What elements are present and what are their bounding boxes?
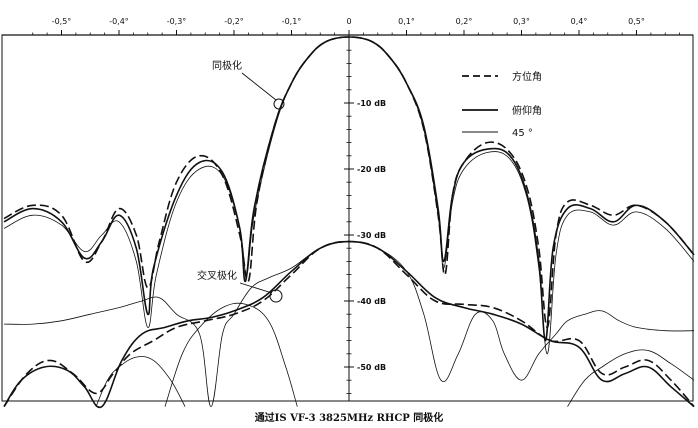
x-tick-label: 0	[346, 17, 351, 26]
y-tick-label: -20 dB	[357, 165, 386, 174]
legend-label-45deg: 45 °	[512, 128, 533, 139]
x-tick-label: 0,2°	[456, 17, 473, 26]
annotation-cross-polar: 交叉极化	[197, 269, 237, 282]
series-line	[164, 302, 298, 407]
chart-caption: 通过IS VF-3 3825MHz RHCP 同极化	[255, 411, 444, 424]
annotation-co-polar-leader	[241, 72, 277, 101]
series-line	[567, 349, 695, 407]
x-tick-label: 0,5°	[628, 17, 645, 26]
y-tick-group: -10 dB -20 dB -30 dB -40 dB -50 dB	[344, 49, 386, 394]
legend: 方位角 俯仰角 45 °	[462, 70, 542, 139]
y-tick-label: -40 dB	[357, 297, 386, 306]
x-tick-group: -0,5° -0,4° -0,3° -0,2° -0,1° 0 0,1° 0,2° 0,3° 0,…	[32, 17, 681, 35]
annotation-cross-polar-leader	[239, 282, 273, 294]
y-tick-label: -30 dB	[357, 231, 386, 240]
legend-label-azimuth: 方位角	[512, 70, 542, 83]
annotation-co-polar-marker	[273, 98, 285, 110]
legend-label-elevation: 俯仰角	[512, 104, 542, 117]
x-tick-label: -0,2°	[224, 17, 244, 26]
annotations: 同极化 交叉极化	[197, 59, 285, 303]
x-tick-label: 0,4°	[571, 17, 588, 26]
series-line	[95, 356, 186, 407]
annotation-co-polar: 同极化	[212, 59, 242, 72]
annotation-cross-polar-marker	[269, 289, 283, 303]
x-tick-label: 0,1°	[398, 17, 415, 26]
x-tick-label: -0,1°	[282, 17, 302, 26]
x-tick-label: 0,3°	[513, 17, 530, 26]
x-tick-label: -0,5°	[52, 17, 72, 26]
series-line	[3, 36, 695, 355]
series-line	[3, 241, 695, 407]
x-tick-label: -0,3°	[167, 17, 187, 26]
series-group	[3, 36, 695, 409]
y-tick-label: -50 dB	[357, 363, 386, 372]
x-tick-label: -0,4°	[109, 17, 129, 26]
y-tick-label: -10 dB	[357, 99, 386, 108]
